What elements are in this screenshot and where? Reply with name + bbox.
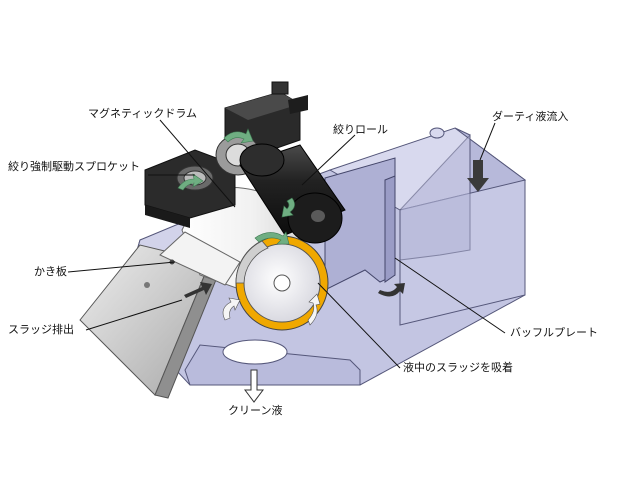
leader-lines [67, 119, 506, 369]
roll-rotation-arrow-icon [281, 197, 295, 218]
sprocket-rotation-arrow-icon [177, 173, 204, 191]
label-clean-liquid: クリーン液 [228, 404, 283, 417]
label-magnetic-drum: マグネティックドラム [88, 107, 198, 120]
sludge-chute [79, 244, 223, 399]
label-sludge-discharge: スラッジ排出 [8, 323, 74, 336]
label-sludge-adsorb: 液中のスラッジを吸着 [403, 361, 513, 374]
flow-right-arrow-icon [307, 293, 321, 326]
rotation-arrows [177, 128, 321, 326]
label-baffle-plate: バッフルプレート [510, 326, 598, 339]
motor-rotation-arrow-icon [223, 128, 254, 144]
leader-magnetic-drum [159, 119, 236, 208]
label-squeeze-roll: 絞りロール [333, 123, 388, 136]
leader-scraper [67, 261, 176, 273]
flow-arrows [184, 160, 489, 403]
leader-baffle-plate [394, 257, 506, 334]
sludge-out-arrow-icon [184, 282, 212, 298]
label-scraper: かき板 [34, 265, 67, 278]
flow-left-arrow-icon [222, 297, 241, 321]
label-dirty-inflow: ダーティ液流入 [492, 110, 569, 123]
baffle-flow-arrow-icon [378, 283, 405, 297]
leader-squeeze-roll [301, 134, 356, 186]
leader-sludge-discharge [85, 299, 183, 331]
leader-dirty-inflow [479, 122, 496, 161]
squeeze-roll [239, 143, 346, 244]
magnetic-drum [159, 187, 329, 331]
label-drive-sprocket: 絞り強制駆動スプロケット [8, 160, 140, 173]
inflow-arrow-icon [467, 160, 489, 192]
clean-out-arrow-icon [244, 369, 264, 403]
leader-sludge-adsorb [317, 282, 401, 369]
drum-rotation-arrow-icon [254, 231, 290, 245]
